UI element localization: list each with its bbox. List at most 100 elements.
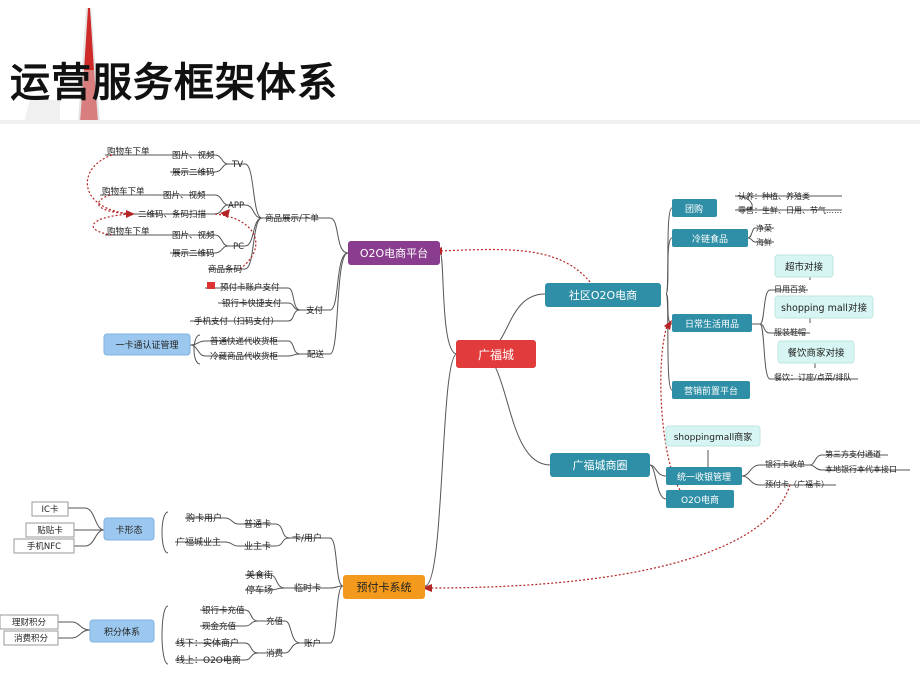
group-buy-node[interactable]: 团购 [672,199,717,217]
card-form-node[interactable]: 卡形态 [103,517,155,541]
svg-text:广福城商圈: 广福城商圈 [573,458,628,472]
pay-prepaid-label: 预付卡账户支付 [220,282,280,293]
daily-goods-node[interactable]: 日常生活用品 [672,314,752,332]
app-label: APP [228,201,244,211]
barcode-label: 商品条码 [208,264,242,275]
cash-topup-label: 现金充值 [202,621,237,632]
pc-qr-label: 展示二维码 [172,248,215,259]
svg-text:日常生活用品: 日常生活用品 [685,318,739,330]
parking-label: 停车场 [246,584,273,596]
center-node[interactable]: 广福城 [456,340,536,368]
group-b-label: 零售：生鲜、日用、节气…… [738,205,842,215]
temp-card-label: 临时卡 [294,582,321,594]
pc-label: PC [233,242,244,252]
cold-chain-node[interactable]: 冷链食品 [672,229,748,247]
pc-cart-label: 购物车下单 [107,226,150,237]
spend-points-box[interactable]: 消费积分 [3,630,59,646]
title-divider [0,120,920,124]
svg-text:O2O电商平台: O2O电商平台 [360,246,428,260]
page-title: 运营服务框架体系 [10,60,338,106]
tv-label: TV [231,160,243,170]
bank-receipt-label: 银行卡收单 [765,459,805,469]
third-pay-label: 第三方支付通道 [825,449,881,459]
svg-text:团购: 团购 [685,203,703,215]
app-media-label: 图片、视频 [163,190,206,201]
svg-text:卡形态: 卡形态 [115,524,142,536]
svg-text:贴贴卡: 贴贴卡 [37,525,63,536]
points-system-node[interactable]: 积分体系 [89,619,155,643]
daily-goods-label: 日用百货 [774,284,806,294]
o2o-platform-node[interactable]: O2O电商平台 [348,241,440,265]
red-spire-logo [24,8,100,122]
title-banner: 运营服务框架体系 [0,0,920,122]
qr-scan-label: 二维码、条码扫描 [138,209,207,220]
svg-text:营销前置平台: 营销前置平台 [684,385,738,397]
card-user-label: 卡/用户 [292,532,322,544]
tv-cart-label: 购物车下单 [107,146,150,157]
svg-text:超市对接: 超市对接 [785,261,824,273]
flag-icon [207,282,215,289]
wealth-points-box[interactable]: 理财积分 [0,614,59,630]
cold-b-label: 海鲜 [756,237,772,247]
o2o-commerce-node[interactable]: O2O电商 [666,490,734,508]
svg-text:冷链食品: 冷链食品 [692,233,728,245]
community-o2o-node[interactable]: 社区O2O电商 [545,283,661,307]
pay-mobile-label: 手机支付（扫码支付） [194,316,279,327]
owner-card-label: 业主卡 [244,540,271,552]
nfc-box[interactable]: 手机NFC [13,538,75,554]
mall-callout[interactable]: shopping mall对接 [774,295,874,319]
one-card-node[interactable]: 一卡通认证管理 [103,333,191,356]
ic-card-box[interactable]: IC卡 [31,501,69,517]
account-label: 账户 [304,638,321,649]
dining-label: 餐饮：订座/点菜/排队 [774,372,851,382]
svg-text:一卡通认证管理: 一卡通认证管理 [115,339,178,351]
online-label: 线上：O2O电商 [176,654,241,666]
consume-label: 消费 [266,648,284,659]
pay-bank-label: 银行卡快捷支付 [222,298,282,309]
svg-text:餐饮商家对接: 餐饮商家对接 [787,347,845,359]
local-bank-label: 本地银行本代本接口 [825,464,897,474]
svg-text:预付卡系统: 预付卡系统 [357,581,412,594]
svg-text:IC卡: IC卡 [42,504,59,515]
sticker-card-box[interactable]: 贴贴卡 [25,522,75,538]
bank-topup-label: 银行卡充值 [202,605,245,616]
svg-text:shopping mall对接: shopping mall对接 [781,302,867,314]
food-street-label: 美食街 [246,569,273,581]
pc-media-label: 图片、视频 [172,230,215,241]
prepaid-card-label: 预付卡（广福卡） [765,479,829,489]
delivery-label: 配送 [307,349,325,360]
owner-label: 广福城业主 [176,536,221,548]
pay-label: 支付 [306,305,324,316]
buyer-label: 购卡用户 [186,512,222,524]
svg-text:社区O2O电商: 社区O2O电商 [569,288,637,302]
merchant-callout[interactable]: shoppingmall商家 [665,425,761,447]
offline-label: 线下：实体商户 [176,637,239,649]
svg-text:理财积分: 理财积分 [12,617,47,628]
cold-a-label: 净菜 [756,223,772,233]
checkout-node[interactable]: 统一收银管理 [666,467,742,485]
business-circle-node[interactable]: 广福城商圈 [550,453,650,477]
svg-text:shoppingmall商家: shoppingmall商家 [674,431,753,443]
svg-text:消费积分: 消费积分 [14,633,49,644]
deliv-cold-label: 冷藏商品代收货柜 [210,351,279,362]
tv-qr-label: 展示二维码 [172,167,215,178]
topup-label: 充值 [266,616,284,627]
mind-map: 广福城 O2O电商平台 社区O2O电商 广福城商圈 预付卡系统 团购 冷链食品 [0,146,910,666]
svg-text:手机NFC: 手机NFC [27,541,61,552]
svg-text:O2O电商: O2O电商 [681,494,719,506]
deliv-normal-label: 普通快递代收货柜 [210,336,279,347]
relation-lines [86,154,791,589]
marketing-node[interactable]: 营销前置平台 [672,381,750,399]
prepaid-system-node[interactable]: 预付卡系统 [343,575,425,599]
app-cart-label: 购物车下单 [102,186,145,197]
svg-text:积分体系: 积分体系 [104,626,140,638]
dining-callout[interactable]: 餐饮商家对接 [777,340,855,364]
tv-media-label: 图片、视频 [172,150,215,161]
display-label: 商品展示/下单 [265,213,319,224]
group-a-label: 认养：种植、养殖类 [738,191,810,201]
clothing-label: 服装鞋帽 [774,327,806,337]
supermarket-callout[interactable]: 超市对接 [774,254,834,278]
normal-card-label: 普通卡 [244,518,271,530]
svg-text:统一收银管理: 统一收银管理 [677,471,731,483]
